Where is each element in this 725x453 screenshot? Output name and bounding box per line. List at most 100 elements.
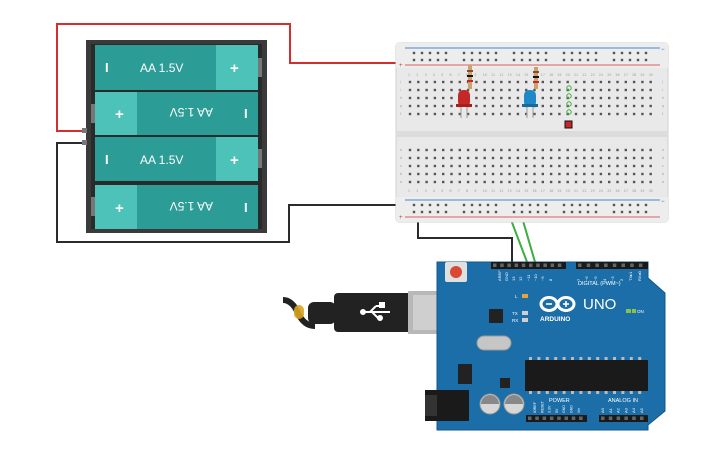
column-number: 10 — [483, 189, 487, 193]
column-number: 8 — [466, 189, 468, 193]
pin-label: ~9 — [540, 276, 545, 281]
row-letter: b — [400, 172, 402, 176]
row-letter: j — [399, 80, 401, 84]
battery-cell: + AA 1.5V I — [91, 185, 258, 229]
pin-label: 4 — [602, 278, 607, 281]
battery-label: AA 1.5V — [170, 199, 213, 213]
power-label: POWER — [549, 398, 570, 404]
breadboard[interactable]: + + − − 11223344556677889910101111121213… — [395, 42, 669, 223]
column-number: 2 — [416, 189, 418, 193]
plus-symbol: + — [230, 60, 239, 77]
column-number: 18 — [549, 73, 553, 77]
column-number: 1 — [408, 189, 410, 193]
pin-label: RX◂0 — [637, 270, 642, 281]
column-number: 27 — [624, 189, 628, 193]
column-number: 23 — [591, 73, 595, 77]
column-number: 5 — [441, 189, 443, 193]
on-label: ON — [637, 309, 644, 314]
pin-label: AREF — [497, 270, 502, 281]
analog-label: ANALOG IN — [608, 398, 638, 404]
row-letter: e — [400, 148, 402, 152]
crystal — [476, 335, 512, 351]
row-letter: e — [662, 148, 664, 152]
plus-symbol: + — [115, 106, 124, 123]
pin-label: A4 — [631, 407, 636, 413]
column-number: 3 — [425, 189, 427, 193]
column-number: 9 — [474, 73, 476, 77]
column-number: 2 — [416, 73, 418, 77]
minus-symbol: I — [105, 60, 109, 75]
usb-icon — [360, 302, 390, 321]
svg-text:L: L — [515, 294, 518, 299]
column-number: 24 — [599, 73, 603, 77]
plus-symbol: + — [230, 152, 239, 169]
column-number: 21 — [574, 73, 578, 77]
red-wire[interactable] — [56, 23, 400, 132]
column-number: 30 — [649, 189, 653, 193]
black-wire-battery[interactable] — [56, 142, 400, 243]
voltage-regulator — [458, 364, 472, 384]
pin-label: 2 — [619, 278, 624, 281]
pin-label: A0 — [600, 407, 605, 413]
column-number: 23 — [591, 189, 595, 193]
rail-plus-label: + — [399, 63, 403, 69]
blue-led[interactable] — [522, 67, 539, 118]
arduino-logo-icon — [539, 296, 576, 312]
column-number: 13 — [508, 73, 512, 77]
reset-button[interactable] — [445, 262, 467, 282]
pin-label: IOREF — [533, 401, 537, 413]
column-number: 29 — [640, 73, 644, 77]
column-number: 22 — [582, 73, 586, 77]
row-letter: d — [662, 156, 664, 160]
digital-header-left — [491, 262, 566, 269]
column-number: 13 — [508, 189, 512, 193]
pin-label: 5V — [555, 408, 559, 413]
digital-label: DIGITAL (PWM~) — [578, 281, 621, 287]
row-letter: i — [400, 88, 401, 92]
column-number: 7 — [458, 73, 460, 77]
column-number: 26 — [616, 189, 620, 193]
column-number: 10 — [483, 73, 487, 77]
pin-label: GND — [570, 405, 574, 413]
pin-label: 3.3V — [548, 405, 552, 413]
column-number: 21 — [574, 189, 578, 193]
battery-label: AA 1.5V — [170, 105, 213, 119]
red-led[interactable] — [456, 65, 473, 118]
row-letter: f — [662, 112, 664, 116]
rail-minus-label: − — [661, 199, 665, 205]
row-letter: b — [662, 172, 664, 176]
minus-symbol: I — [244, 106, 248, 121]
pin-label: GND — [504, 272, 509, 281]
battery-label: AA 1.5V — [140, 61, 183, 75]
column-number: 9 — [474, 189, 476, 193]
column-number: 14 — [516, 73, 520, 77]
battery-pack[interactable]: I AA 1.5V + + AA 1.5V I I AA 1.5V + + — [82, 40, 267, 233]
column-number: 19 — [557, 73, 561, 77]
column-number: 11 — [491, 189, 495, 193]
column-number: 28 — [632, 189, 636, 193]
pin-label: TX▸1 — [628, 271, 633, 281]
column-number: 16 — [533, 189, 537, 193]
row-letter: f — [400, 112, 402, 116]
pin-label: ~6 — [584, 276, 589, 281]
pin-label: GND — [562, 405, 566, 413]
plus-symbol: + — [115, 200, 124, 217]
column-number: 20 — [566, 73, 570, 77]
uno-label: UNO — [583, 296, 616, 313]
power-header — [526, 415, 587, 422]
column-number: 20 — [566, 189, 570, 193]
row-letter: g — [662, 104, 664, 108]
breadboard-holes — [408, 51, 652, 214]
row-letter: c — [400, 164, 402, 168]
column-number: 4 — [433, 73, 435, 77]
column-number: 14 — [516, 189, 520, 193]
column-number: 12 — [499, 189, 503, 193]
usb-cable[interactable] — [282, 291, 440, 334]
column-number: 18 — [549, 189, 553, 193]
column-number: 25 — [607, 73, 611, 77]
column-number: 3 — [425, 73, 427, 77]
svg-text:TX: TX — [512, 311, 518, 316]
